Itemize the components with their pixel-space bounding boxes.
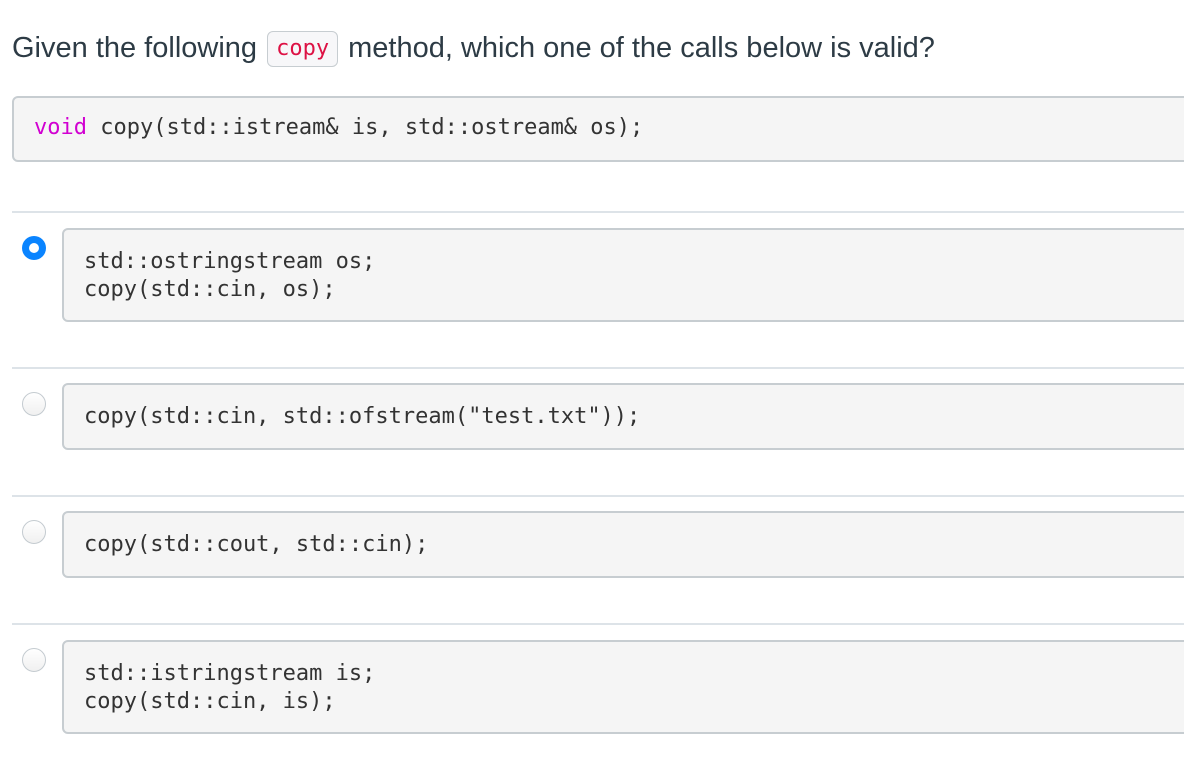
answer-option-1[interactable]: std::ostringstream os;copy(std::cin, os)… (62, 228, 1184, 322)
signature-keyword: void (34, 115, 87, 140)
answer-1-line-1: std::ostringstream os; (84, 249, 376, 274)
inline-code-copy: copy (267, 31, 339, 67)
answer-4-line-1: std::istringstream is; (84, 661, 376, 686)
answer-radio-2[interactable] (22, 392, 46, 416)
question-suffix: method, which one of the calls below is … (348, 32, 935, 64)
divider (12, 495, 1184, 497)
question-prefix: Given the following (12, 32, 258, 64)
answer-option-4[interactable]: std::istringstream is;copy(std::cin, is)… (62, 640, 1184, 734)
divider (12, 367, 1184, 369)
question-text: Given the following copy method, which o… (12, 28, 935, 68)
divider (12, 211, 1184, 213)
answer-radio-1[interactable] (22, 236, 46, 260)
answer-4-line-2: copy(std::cin, is); (84, 689, 336, 714)
answer-2-line-1: copy(std::cin, std::ofstream("test.txt")… (84, 404, 641, 429)
method-signature-code: void copy(std::istream& is, std::ostream… (12, 96, 1184, 162)
answer-3-line-1: copy(std::cout, std::cin); (84, 532, 429, 557)
answer-radio-4[interactable] (22, 648, 46, 672)
signature-rest: copy(std::istream& is, std::ostream& os)… (86, 115, 644, 140)
answer-option-2[interactable]: copy(std::cin, std::ofstream("test.txt")… (62, 383, 1184, 450)
answer-radio-3[interactable] (22, 520, 46, 544)
answer-1-line-2: copy(std::cin, os); (84, 277, 336, 302)
divider (12, 623, 1184, 625)
answer-option-3[interactable]: copy(std::cout, std::cin); (62, 511, 1184, 578)
